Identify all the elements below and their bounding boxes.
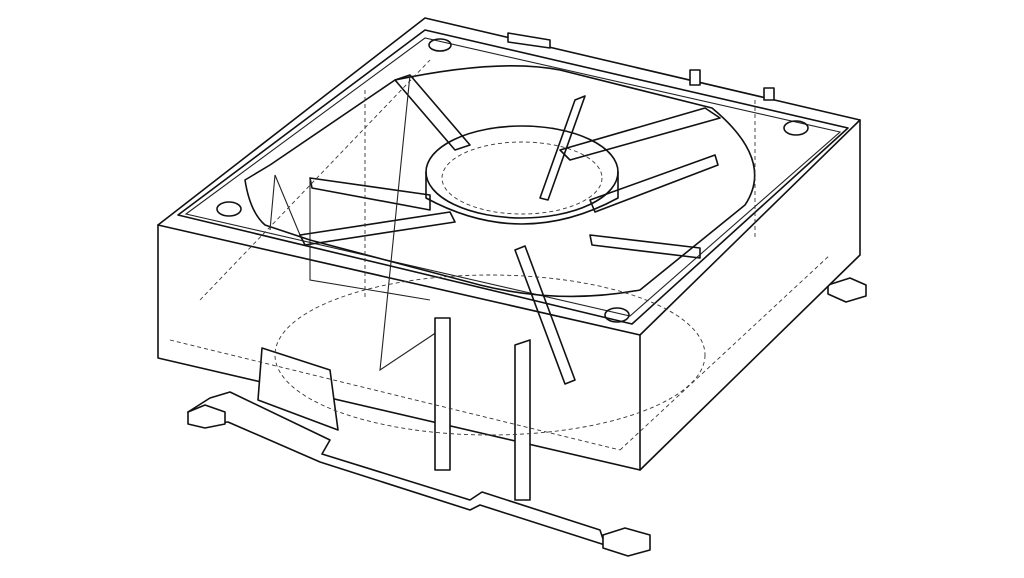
fan-hub: [425, 125, 619, 225]
frame: [157, 17, 861, 471]
fan-blades: [299, 74, 721, 385]
side-tabs: [257, 317, 531, 501]
hidden-lines: [169, 59, 831, 451]
base-plate: [187, 277, 867, 557]
connector-pins: [507, 32, 775, 101]
mounting-holes: [216, 38, 809, 323]
